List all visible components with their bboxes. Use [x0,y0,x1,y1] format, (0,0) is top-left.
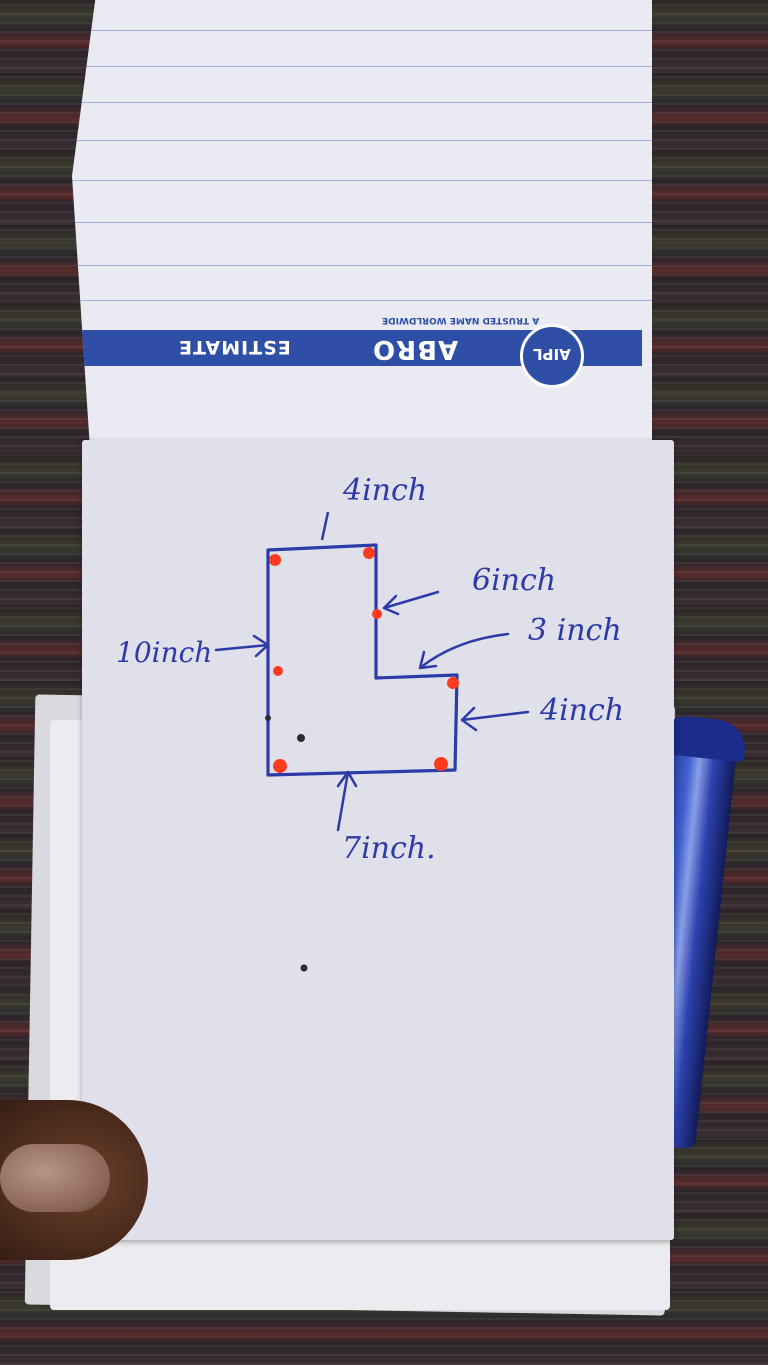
form-header-band: ESTIMATE ABRO A TRUSTED NAME WORLDWIDE A… [82,315,642,388]
label-right-upper: 6inch [472,563,556,598]
marker-dots [269,547,459,773]
thumb [0,1100,148,1260]
label-left: 10inch [116,636,212,669]
pen-dots [265,715,308,972]
tick-mark [320,511,330,541]
l-shape-outline [266,543,459,777]
arrow-icon [214,634,270,658]
arrow-icon [418,632,510,670]
brand-box [364,330,544,366]
arrow-icon [336,770,358,832]
label-right-lower: 4inch [539,693,624,728]
notepad-page [82,440,674,1240]
brand-logo-icon: AIPL [520,324,584,388]
arrow-icon [382,590,440,616]
label-step: 3 inch [528,613,622,648]
thumbnail [0,1144,110,1212]
label-bottom: 7inch. [342,831,436,866]
folded-top-page: ESTIMATE ABRO A TRUSTED NAME WORLDWIDE A… [72,0,652,440]
label-top: 4inch [342,473,427,508]
arrows [214,590,530,832]
arrow-icon [460,706,530,732]
